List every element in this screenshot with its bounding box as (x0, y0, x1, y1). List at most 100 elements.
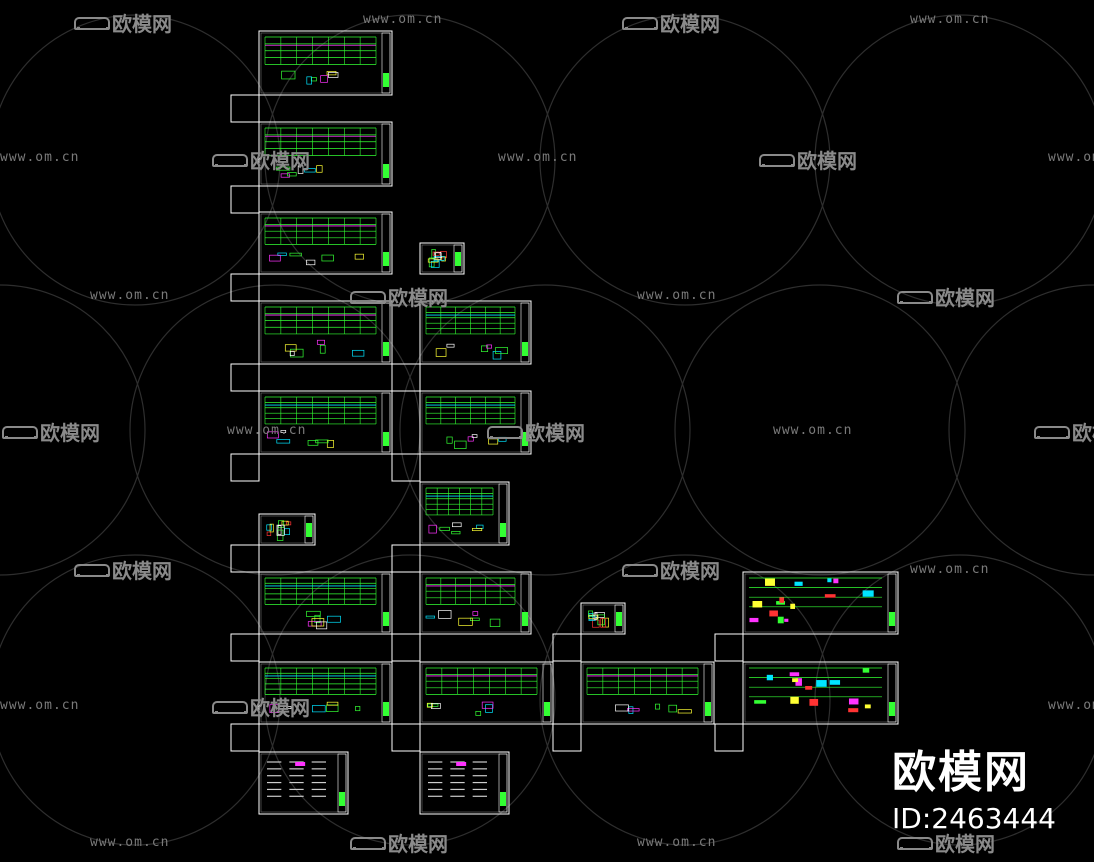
detail-mark (286, 521, 292, 526)
watermark-logo-text: 欧模网 (112, 559, 172, 583)
sofa-icon (620, 562, 658, 578)
detail-mark (451, 531, 461, 535)
detail-mark (829, 680, 841, 685)
title-block-stamp (383, 164, 389, 178)
watermark-logo-text: 欧模网 (250, 696, 310, 720)
sheet-border (742, 571, 899, 635)
sheet-border (419, 242, 465, 275)
detail-mark (319, 344, 326, 354)
sheet-inner-border (421, 663, 552, 723)
detail-mark (435, 348, 447, 357)
sheet-inner-border (744, 663, 897, 723)
detail-mark (848, 698, 859, 705)
brand-name: 欧模网 (892, 747, 1031, 798)
detail-mark (269, 254, 281, 262)
sheet-tab (714, 723, 744, 752)
drawing-sheet (258, 211, 393, 275)
drawing-sheet (419, 661, 554, 725)
detail-mark (276, 166, 291, 171)
detail-mark (431, 703, 441, 709)
detail-mark (446, 343, 455, 348)
detail-mark (769, 610, 778, 617)
watermark-arc (264, 554, 556, 846)
title-block-stamp (522, 342, 528, 356)
title-block (542, 663, 552, 723)
detail-mark (816, 680, 827, 687)
watermark-logo: 欧模网 (210, 692, 310, 721)
sheet-tab (230, 94, 260, 123)
title-block (520, 573, 530, 633)
detail-mark (458, 617, 473, 626)
drawing-sheet (580, 661, 715, 725)
detail-mark (794, 581, 803, 586)
drawing-sheet (258, 661, 393, 725)
watermark-logo: 欧模网 (895, 282, 995, 311)
detail-mark (354, 253, 364, 260)
drawing-sheet (258, 121, 393, 187)
sheet-inner-border (421, 573, 530, 633)
note-highlight (295, 762, 306, 766)
sheet-border (580, 661, 715, 725)
detail-mark (597, 614, 605, 626)
detail-mark (789, 672, 800, 677)
sofa-icon (620, 15, 658, 31)
detail-mark (311, 618, 325, 627)
drawing-sheet (419, 390, 532, 455)
sheet-border (742, 661, 899, 725)
watermark-logo-text: 欧模网 (388, 286, 448, 310)
title-block (520, 392, 530, 453)
sheet-tab (391, 544, 421, 573)
sheet-border (419, 481, 510, 546)
drawing-sheet (258, 30, 393, 96)
title-block (381, 663, 391, 723)
detail-mark (481, 701, 494, 709)
title-block (381, 32, 391, 94)
detail-mark (470, 617, 480, 621)
watermark-logo-text: 欧模网 (525, 421, 585, 445)
detail-mark (765, 578, 775, 586)
drawing-sheet (419, 242, 465, 275)
watermark-arc (674, 284, 966, 576)
detail-mark (427, 703, 439, 707)
sheet-tab (230, 633, 260, 662)
detail-mark (266, 524, 272, 531)
watermark-url: www.om.cn (227, 423, 307, 438)
detail-mark (284, 344, 297, 352)
title-block-stamp (889, 612, 895, 626)
detail-mark (795, 678, 802, 686)
sheet-inner-border (260, 213, 391, 273)
sheet-border (419, 751, 510, 815)
watermark-url: www.om.cn (1048, 698, 1094, 713)
detail-mark (426, 702, 433, 708)
detail-mark (805, 685, 813, 690)
note-highlight (456, 762, 467, 766)
watermark-logo: 欧模网 (620, 555, 720, 584)
sofa-icon (348, 289, 386, 305)
watermark-url: www.om.cn (363, 12, 443, 27)
detail-mark (277, 252, 287, 256)
title-block (498, 483, 508, 544)
watermark-logo-text: 欧模网 (797, 149, 857, 173)
title-block-stamp (383, 612, 389, 626)
detail-mark (779, 597, 785, 603)
sheet-tab (391, 723, 421, 752)
title-block-stamp (705, 702, 711, 716)
brand-id: ID:2463444 (892, 802, 1056, 835)
drawing-sheet (258, 390, 393, 455)
detail-mark (588, 614, 599, 620)
detail-mark (827, 578, 832, 583)
detail-mark (321, 254, 334, 262)
watermark-arc (399, 284, 691, 576)
title-block-stamp (339, 792, 345, 806)
drawing-sheet (258, 751, 349, 815)
sofa-icon (348, 835, 386, 851)
detail-mark (492, 351, 502, 360)
sheet-tab (230, 723, 260, 752)
detail-mark (452, 522, 462, 528)
detail-mark (475, 710, 482, 716)
detail-mark (266, 431, 279, 439)
detail-mark (615, 704, 629, 712)
watermark-logo: 欧模网 (210, 145, 310, 174)
sheet-border (258, 661, 393, 725)
drawing-sheet (419, 481, 510, 546)
